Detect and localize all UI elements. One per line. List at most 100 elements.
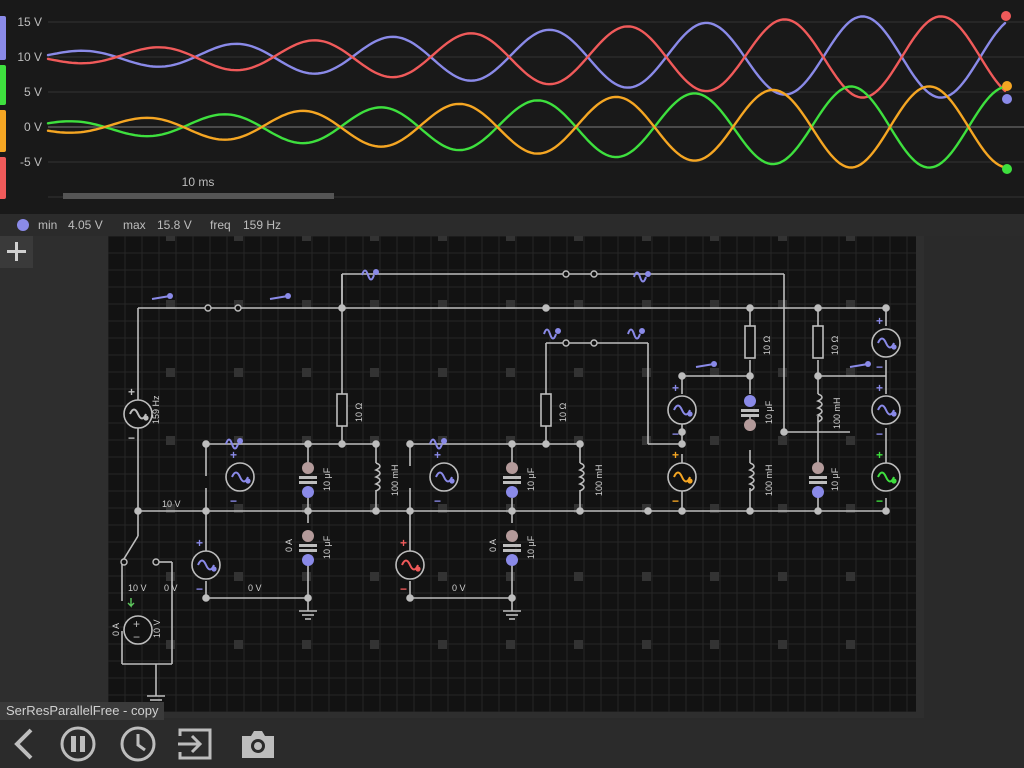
capacitor-1[interactable] xyxy=(299,476,317,479)
junction xyxy=(406,440,414,448)
y-label-15: 15 V xyxy=(17,15,42,29)
grid-anchor xyxy=(778,640,787,649)
grid-anchor xyxy=(370,232,379,241)
capacitor-6[interactable] xyxy=(809,476,827,479)
r2-label: 10 Ω xyxy=(558,402,568,422)
capacitor-1-plate xyxy=(299,481,317,484)
grid-anchor xyxy=(710,232,719,241)
grid-anchor xyxy=(370,436,379,445)
source-freq-label: 159 Hz xyxy=(151,395,161,424)
dc-battery[interactable] xyxy=(123,615,153,645)
wire xyxy=(121,535,139,563)
resistor-3[interactable] xyxy=(744,325,756,359)
circuit-schematic[interactable]: +−+−+−+−+−+−+−+−+−+−+− 159 Hz 10 Ω 10 Ω … xyxy=(107,232,916,713)
terminal xyxy=(562,339,570,347)
probe-orange-strip[interactable] xyxy=(0,110,6,152)
grid-anchor xyxy=(574,572,583,581)
probe-blue-strip[interactable] xyxy=(0,16,6,60)
import-button[interactable] xyxy=(176,726,216,762)
add-component-button[interactable] xyxy=(0,236,33,268)
capacitor-6-plate-top xyxy=(812,462,824,474)
grid-anchor xyxy=(846,504,855,513)
junction xyxy=(338,304,346,312)
junction xyxy=(304,594,312,602)
right-side-panel xyxy=(924,236,1024,718)
probe-red-strip[interactable] xyxy=(0,157,6,199)
junction xyxy=(406,507,414,515)
grid-anchor xyxy=(234,504,243,513)
probe-5 xyxy=(543,328,557,340)
junction xyxy=(814,304,822,312)
probe-orange-marker xyxy=(1002,81,1012,91)
freq-value: 159 Hz xyxy=(243,218,282,232)
capacitor-2-plate xyxy=(299,549,317,552)
pause-button[interactable] xyxy=(58,726,98,762)
junction xyxy=(644,507,652,515)
ac-source-main-probe xyxy=(143,415,149,421)
switch-2 xyxy=(269,295,289,300)
capacitor-2[interactable] xyxy=(299,544,317,547)
capacitor-4-plate xyxy=(503,549,521,552)
capacitor-4-plate-bottom xyxy=(506,554,518,566)
capacitor-5[interactable] xyxy=(741,409,759,412)
grid-anchor xyxy=(710,368,719,377)
grid-anchor xyxy=(642,232,651,241)
resistor-1[interactable] xyxy=(336,393,348,427)
capacitor-3[interactable] xyxy=(503,476,521,479)
grid-anchor xyxy=(370,368,379,377)
oscilloscope-panel[interactable]: 15 V 10 V 5 V 0 V -5 V 10 ms xyxy=(0,0,1024,214)
probe-6 xyxy=(627,328,641,340)
inductor-2[interactable] xyxy=(578,462,585,492)
grid-anchor xyxy=(846,640,855,649)
inductor-3[interactable] xyxy=(748,462,755,492)
ac-source-4-plus: + xyxy=(672,448,679,462)
probe-3 xyxy=(225,438,239,450)
document-name-label[interactable]: SerResParallelFree - copy xyxy=(0,702,165,720)
ac-source-8-plus: + xyxy=(196,536,203,550)
plus-icon xyxy=(7,242,26,261)
grid-anchor xyxy=(642,572,651,581)
min-label: min xyxy=(38,218,58,232)
grid-anchor xyxy=(710,436,719,445)
ac-source-8-minus: − xyxy=(196,582,203,596)
screenshot-button[interactable] xyxy=(238,726,278,762)
ac-source-3-plus: + xyxy=(672,381,679,395)
probe-green-strip[interactable] xyxy=(0,65,6,105)
junction xyxy=(746,507,754,515)
junction xyxy=(780,428,788,436)
l4-label: 100 mH xyxy=(832,397,842,429)
ac-source-6-probe xyxy=(891,411,897,417)
probe-green-trace xyxy=(46,85,1007,169)
ac-source-2-plus: + xyxy=(434,448,441,462)
ac-source-6-minus: − xyxy=(876,427,883,441)
grid-anchor xyxy=(506,572,515,581)
junction xyxy=(304,440,312,448)
ac-source-2-minus: − xyxy=(434,494,441,508)
grid-anchor xyxy=(710,572,719,581)
grid-anchor xyxy=(438,572,447,581)
junction xyxy=(882,304,890,312)
grid-anchor xyxy=(574,232,583,241)
capacitor-1-plate-bottom xyxy=(302,486,314,498)
back-button[interactable] xyxy=(4,726,44,762)
switch-3-dot xyxy=(711,361,717,367)
grid-anchor xyxy=(642,300,651,309)
grid-anchor xyxy=(166,368,175,377)
resistor-4[interactable] xyxy=(812,325,824,359)
battery-current-arrow xyxy=(127,598,135,608)
junction xyxy=(678,428,686,436)
inductor-4[interactable] xyxy=(816,393,823,423)
capacitor-2-plate-bottom xyxy=(302,554,314,566)
circuit-canvas[interactable]: +−+−+−+−+−+−+−+−+−+−+− 159 Hz 10 Ω 10 Ω … xyxy=(107,232,916,713)
probe-blue-marker xyxy=(1002,94,1012,104)
history-button[interactable] xyxy=(118,726,158,762)
inductor-1[interactable] xyxy=(374,462,381,492)
junction xyxy=(202,507,210,515)
probe-6-dot xyxy=(639,328,645,334)
capacitor-4[interactable] xyxy=(503,544,521,547)
resistor-2[interactable] xyxy=(540,393,552,427)
time-scale-bar[interactable] xyxy=(63,193,334,199)
y-label-minus5: -5 V xyxy=(20,155,42,169)
ac-source-3-probe xyxy=(687,411,693,417)
c2-label: 10 μF xyxy=(322,535,332,559)
